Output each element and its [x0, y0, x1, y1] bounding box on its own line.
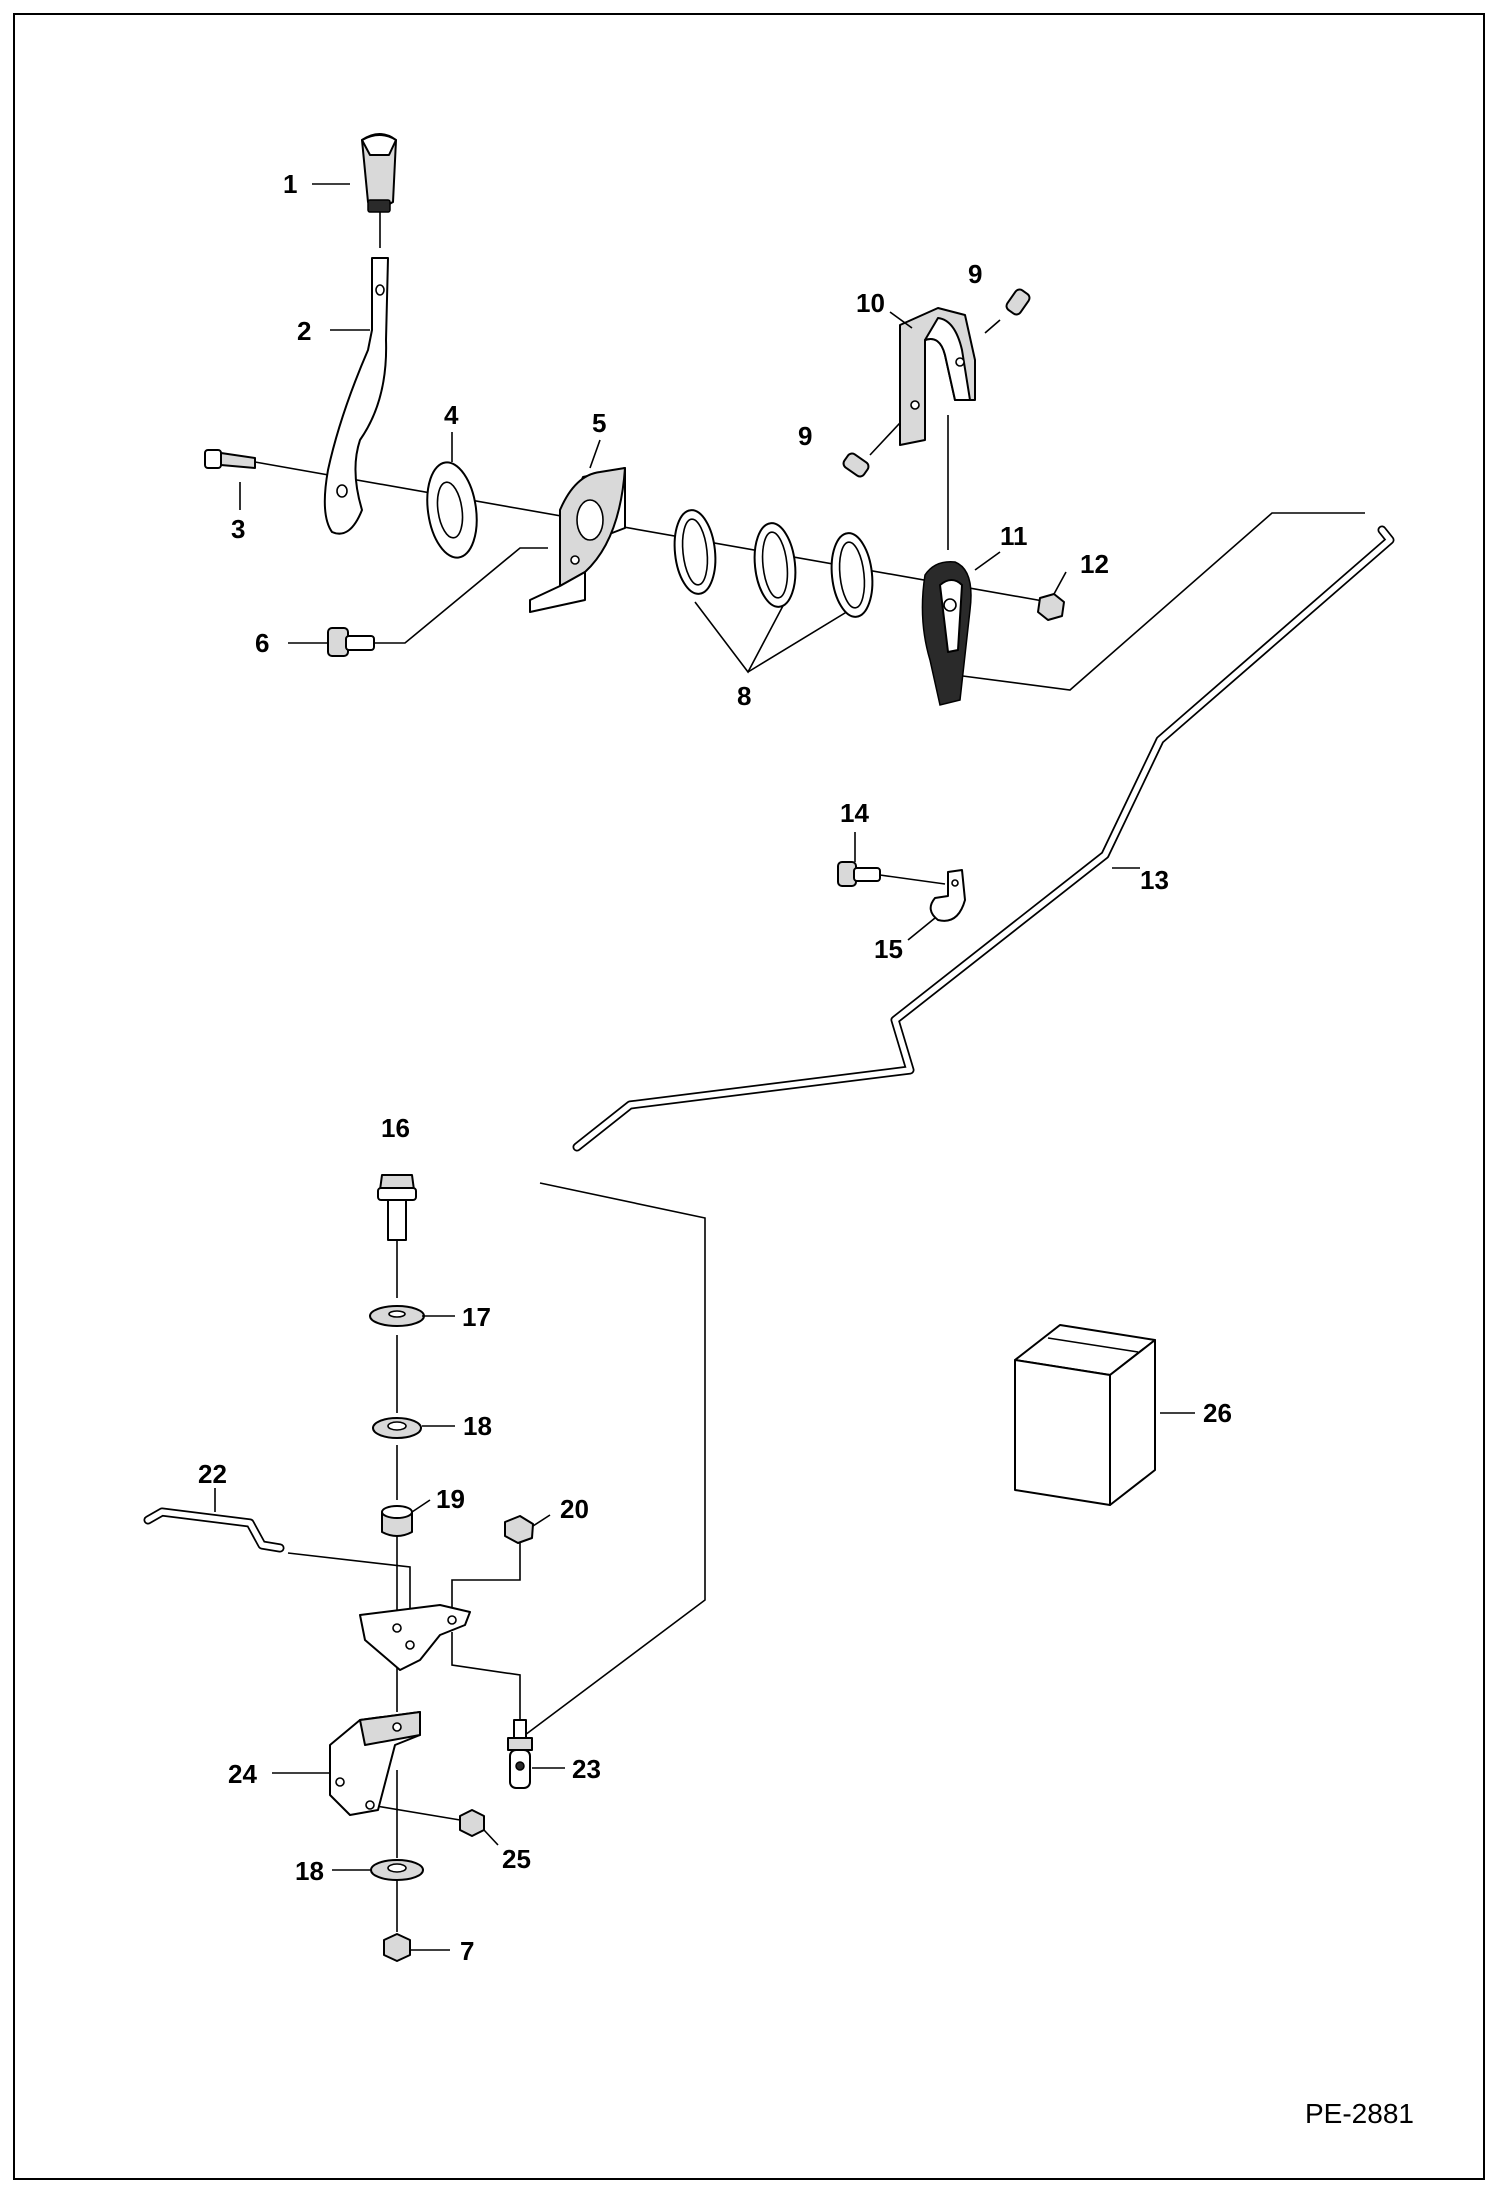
lock-nut-part [383, 1933, 411, 1962]
callout-11: 11 [1000, 521, 1028, 551]
callout-7: 7 [460, 1936, 474, 1966]
nut-part [1037, 593, 1065, 621]
washer-set-part [673, 509, 874, 618]
callout-17: 17 [462, 1302, 491, 1332]
callout-13: 13 [1140, 865, 1169, 895]
callout-14: 14 [840, 798, 869, 828]
callout-22: 22 [198, 1459, 227, 1489]
pivot-plate-part [359, 1604, 471, 1671]
mounting-bracket-part [529, 467, 626, 613]
callout-12: 12 [1080, 549, 1109, 579]
callout-18-upper: 18 [463, 1411, 492, 1441]
callout-16: 16 [381, 1113, 410, 1143]
u-bracket-part [899, 307, 976, 446]
flat-washer-part [369, 1305, 425, 1327]
lever-arm-part [323, 257, 389, 535]
callout-9-top: 9 [968, 259, 982, 289]
washer-part [426, 461, 478, 559]
callout-4: 4 [444, 400, 459, 430]
drawing-number: PE-2881 [1305, 2098, 1414, 2129]
bushing-part [381, 1505, 413, 1537]
vertical-bolt-part [377, 1174, 417, 1241]
pin-part [842, 288, 1031, 478]
callout-2: 2 [297, 316, 311, 346]
callout-19: 19 [436, 1484, 465, 1514]
callout-numbers: 1 2 3 4 5 6 8 9 9 10 11 12 13 14 15 16 1… [198, 169, 1232, 1966]
hex-nut-part [504, 1515, 534, 1544]
control-lever-part [921, 561, 972, 706]
knob-part [361, 133, 397, 213]
callout-10: 10 [856, 288, 885, 318]
callout-25: 25 [502, 1844, 531, 1874]
callout-8: 8 [737, 681, 751, 711]
linkage-rod-part [572, 525, 1395, 1152]
callout-1: 1 [283, 169, 297, 199]
bracket-nut-part [459, 1809, 485, 1837]
bolt-part [204, 449, 256, 469]
parts-kit-box [1014, 1324, 1156, 1506]
callout-15: 15 [874, 934, 903, 964]
pivot-bracket-part [329, 1711, 421, 1816]
clamp-part [929, 869, 966, 922]
callout-23: 23 [572, 1754, 601, 1784]
callout-5: 5 [592, 408, 606, 438]
callout-9-left: 9 [798, 421, 812, 451]
clamp-bolt-part [837, 861, 881, 887]
callout-18-lower: 18 [295, 1856, 324, 1886]
callout-3: 3 [231, 514, 245, 544]
diagram-border [13, 13, 1485, 2180]
callout-26: 26 [1203, 1398, 1232, 1428]
callout-leaders [214, 183, 1195, 1951]
callout-6: 6 [255, 628, 269, 658]
callout-20: 20 [560, 1494, 589, 1524]
flange-bolt-part [327, 627, 375, 657]
lower-washer-part [370, 1859, 424, 1881]
callout-24: 24 [228, 1759, 257, 1789]
link-rod-part [143, 1507, 285, 1553]
assembly-lines [254, 212, 1365, 1932]
swivel-fitting-part [507, 1719, 533, 1789]
spacer-washer-part [372, 1417, 422, 1439]
